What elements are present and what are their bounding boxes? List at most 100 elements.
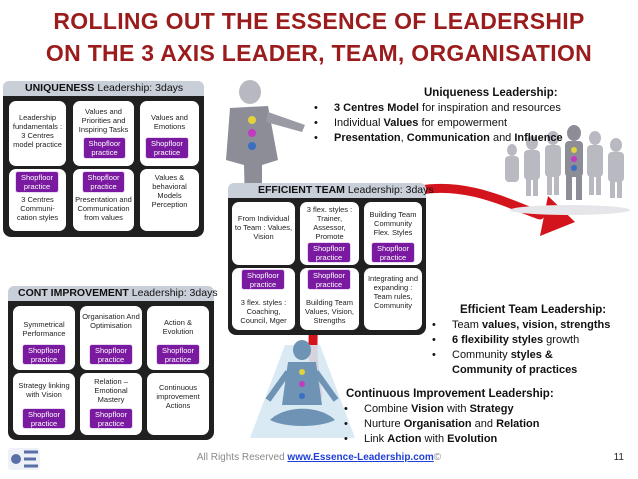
- card-text: 3 flex. styles : Trainer, Assessor, Prom…: [306, 205, 353, 241]
- text: and: [489, 132, 515, 144]
- team-header-bold: EFFICIENT TEAM: [258, 184, 345, 196]
- text: Combine: [364, 403, 412, 415]
- text: Nurture: [364, 418, 404, 430]
- shopfloor-badge: Shopfloor practice: [241, 269, 285, 290]
- text: Team: [452, 319, 482, 331]
- ci-bullets: Continuous Improvement Leadership: Combi…: [342, 387, 554, 447]
- bold-text: Influence: [514, 132, 563, 144]
- card-text: Building Team Values, Vision, Strengths: [305, 298, 354, 325]
- list-item: Nurture Organisation and Relation: [342, 417, 554, 432]
- text: with: [443, 403, 470, 415]
- text: Individual: [334, 117, 384, 129]
- bold-text: Action: [387, 433, 422, 445]
- team-card-6: Integrating and expanding : Team rules, …: [364, 268, 422, 330]
- list-item: 3 Centres Model for inspiration and reso…: [312, 101, 563, 116]
- footer-symbol: ©: [433, 452, 442, 463]
- card-text: 3 Centres Communi-cation styles: [16, 195, 59, 222]
- uniqueness-card-1: Leadership fundamentals : 3 Centres mode…: [9, 101, 66, 166]
- card-text: Continuous improvement Actions: [156, 383, 200, 410]
- cont-header-bold: CONT IMPROVEMENT: [18, 287, 129, 299]
- card-text: Integrating and expanding : Team rules, …: [367, 274, 419, 310]
- card-text: Values and Emotions: [151, 113, 188, 131]
- uniqueness-panel-header: UNIQUENESS Leadership: 3days: [3, 81, 204, 96]
- text: ,: [400, 132, 407, 144]
- footer-link[interactable]: www.Essence-Leadership.com: [287, 452, 434, 463]
- bold-text: Values: [383, 117, 419, 129]
- bold-text: Strategy: [469, 403, 514, 415]
- list-item: Presentation, Communication and Influenc…: [312, 131, 563, 146]
- shopfloor-badge: Shopfloor practice: [83, 137, 126, 159]
- uniqueness-bullets: Uniqueness Leadership: 3 Centres Model f…: [312, 86, 563, 146]
- uniqueness-bullets-title: Uniqueness Leadership:: [424, 87, 558, 99]
- team-card-1: From Individual to Team : Values, Vision: [232, 202, 295, 265]
- text: and: [471, 418, 497, 430]
- card-text: Leadership fundamentals : 3 Centres mode…: [12, 113, 63, 149]
- shopfloor-badge: Shopfloor practice: [307, 242, 351, 263]
- shopfloor-badge: Shopfloor practice: [371, 242, 415, 263]
- cont-panel-header: CONT IMPROVEMENT Leadership: 3days: [8, 286, 218, 301]
- company-logo-icon: [8, 448, 40, 470]
- bold-text: Communication: [406, 132, 490, 144]
- meditating-figure-icon: [250, 340, 355, 438]
- shopfloor-badge: Shopfloor practice: [89, 408, 133, 429]
- team-bullets: Efficient Team Leadership: Team values, …: [430, 303, 610, 378]
- list-item: Link Action with Evolution: [342, 432, 554, 447]
- team-panel: EFFICIENT TEAM Leadership: 3days From In…: [228, 183, 434, 335]
- text: for inspiration and resources: [418, 102, 561, 114]
- list-item-continued: Community of practices: [430, 363, 610, 378]
- shopfloor-badge: Shopfloor practice: [156, 344, 200, 365]
- card-text: Values & behavioral Models Perception: [151, 173, 188, 209]
- bold-text: 6 flexibility styles: [452, 334, 544, 346]
- card-text: From Individual to Team : Values, Vision: [234, 214, 293, 241]
- uniqueness-panel: UNIQUENESS Leadership: 3days Leadership …: [3, 81, 204, 237]
- slide-title-line1: ROLLING OUT THE ESSENCE OF LEADERSHIP: [53, 8, 585, 34]
- card-text: Symmetrical Performance: [22, 320, 66, 338]
- card-text: Organisation And Optimisation: [82, 312, 140, 330]
- card-text: Values and Priorities and Inspiring Task…: [78, 107, 129, 134]
- text: Link: [364, 433, 388, 445]
- shopfloor-badge: Shopfloor practice: [22, 408, 66, 429]
- shopfloor-badge: Shopfloor practice: [145, 137, 189, 159]
- list-item: Team values, vision, strengths: [430, 318, 610, 333]
- card-text: Action & Evolution: [162, 318, 194, 336]
- cont-improvement-panel: CONT IMPROVEMENT Leadership: 3days Symme…: [8, 286, 218, 440]
- ci-bullets-title: Continuous Improvement Leadership:: [346, 388, 554, 400]
- card-text: Strategy linking with Vision: [18, 381, 70, 399]
- footer-rights: All Rights Reserved: [196, 452, 288, 463]
- bold-text: Vision: [411, 403, 444, 415]
- bold-text: Presentation: [334, 132, 401, 144]
- slide-title-line2: ON THE 3 AXIS LEADER, TEAM, ORGANISATION: [45, 40, 593, 66]
- text: Community: [452, 349, 511, 361]
- list-item: Individual Values for empowerment: [312, 116, 563, 131]
- shopfloor-badge: Shopfloor practice: [82, 171, 125, 193]
- shopfloor-badge: Shopfloor practice: [307, 269, 351, 290]
- list-item: Combine Vision with Strategy: [342, 402, 554, 417]
- card-text: Relation – Emotional Mastery: [94, 377, 128, 404]
- team-bullets-title: Efficient Team Leadership:: [460, 304, 607, 316]
- cont-card-6: Continuous improvement Actions: [147, 373, 209, 435]
- list-item: Community styles &: [430, 348, 610, 363]
- bold-text: Organisation: [403, 418, 472, 430]
- shopfloor-badge: Shopfloor practice: [15, 171, 59, 193]
- page-number: 11: [613, 452, 624, 463]
- uniqueness-header-bold: UNIQUENESS: [25, 82, 95, 94]
- bold-text: 3 Centres Model: [334, 102, 419, 114]
- bold-text: styles &: [510, 349, 553, 361]
- text: growth: [543, 334, 580, 346]
- list-item: 6 flexibility styles growth: [430, 333, 610, 348]
- bold-text: Evolution: [447, 433, 498, 445]
- card-text: Building Team Community Flex. Styles: [369, 210, 417, 237]
- bold-text: Relation: [496, 418, 540, 430]
- footer: All Rights Reserved www.Essence-Leadersh…: [0, 452, 638, 463]
- team-panel-header: EFFICIENT TEAM Leadership: 3days: [228, 183, 434, 198]
- bold-text: Community of practices: [452, 364, 578, 376]
- cont-header-rest: Leadership: 3days: [128, 287, 218, 299]
- text: for empowerment: [418, 117, 508, 129]
- card-text: Presentation and Communication from valu…: [75, 195, 132, 222]
- shopfloor-badge: Shopfloor practice: [22, 344, 66, 365]
- card-text: 3 flex. styles : Coaching, Council, Mger: [240, 298, 287, 325]
- shopfloor-badge: Shopfloor practice: [89, 344, 133, 365]
- uniqueness-header-rest: Leadership: 3days: [94, 82, 184, 94]
- team-header-rest: Leadership: 3days: [344, 184, 434, 196]
- bold-text: values, vision, strengths: [481, 319, 611, 331]
